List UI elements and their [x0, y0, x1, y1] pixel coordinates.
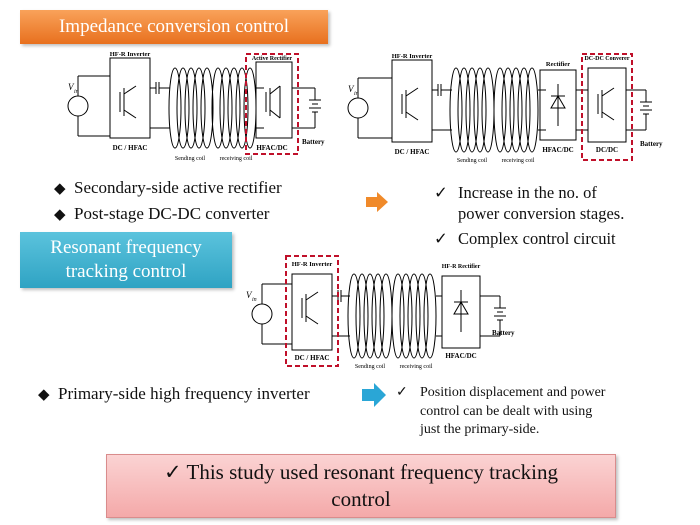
- resonant-banner-line2: tracking control: [65, 261, 187, 282]
- battery-label: Battery: [302, 138, 325, 146]
- conclusion-line1: This study used resonant frequency track…: [186, 460, 558, 484]
- inverter-label: HF-R Inverter: [110, 51, 151, 58]
- drawback-stages-line2: power conversion stages.: [458, 204, 625, 223]
- advantage-line3: just the primary-side.: [420, 422, 540, 437]
- resonant-banner-line1: Resonant frequency: [50, 237, 202, 258]
- drawback-complex: ✓ Complex control circuit: [434, 228, 616, 249]
- advantage-text-block: ✓ Position displacement and power contro…: [396, 384, 605, 440]
- check-mark-icon: ✓: [434, 183, 448, 202]
- drawback-complex-text: Complex control circuit: [458, 229, 616, 248]
- check-mark-icon: ✓: [396, 385, 408, 400]
- battery-label-3: Battery: [492, 329, 515, 337]
- sending-coil-label-2: Sending coil: [457, 158, 487, 164]
- receiving-coil-label-3: receiving coil: [400, 364, 433, 370]
- hfac-dc-label-3: HFAC/DC: [445, 352, 476, 360]
- advantage-line1: Position displacement and power: [420, 385, 606, 400]
- impedance-control-title: Impedance conversion control: [58, 16, 290, 37]
- active-rectifier-circuit-diagram: V in HF-R Inverter Active Rectifier DC /…: [67, 51, 325, 162]
- method-primary-inverter-text: Primary-side high frequency inverter: [58, 384, 310, 403]
- inverter-label-3: HF-R Inverter: [292, 261, 333, 268]
- method-post-stage-dcdc: ◆ Post-stage DC-DC converter: [54, 204, 269, 224]
- vin-label-2: V: [348, 84, 355, 94]
- resonant-tracking-banner: Resonant frequency tracking control: [20, 232, 232, 288]
- bullet-diamond-icon: ◆: [54, 180, 66, 197]
- drawback-stages-line1: Increase in the no. of: [458, 183, 597, 202]
- dc-hfac-label: DC / HFAC: [113, 144, 148, 152]
- vin-subscript-2: in: [354, 91, 359, 97]
- method-active-rectifier-text: Secondary-side active rectifier: [74, 178, 282, 197]
- method-active-rectifier: ◆ Secondary-side active rectifier: [54, 178, 282, 198]
- receiving-coil-label-2: receiving coil: [502, 158, 535, 164]
- primary-inverter-circuit-diagram: V in HF-R Inverter HF-R Rectifier DC / H…: [246, 255, 515, 370]
- dcdc-converter-label: DC-DC Converer: [584, 56, 629, 62]
- method-primary-inverter: ◆ Primary-side high frequency inverter: [38, 384, 310, 404]
- active-rectifier-label: Active Rectifier: [252, 56, 292, 62]
- rectifier-label: Rectifier: [546, 61, 570, 68]
- dc-hfac-label-3: DC / HFAC: [295, 354, 330, 362]
- receiving-coil-label: receiving coil: [220, 156, 253, 162]
- drawback-stages: ✓ Increase in the no. of power conversio…: [434, 182, 624, 224]
- hfac-dc-label: HFAC/DC: [256, 144, 287, 152]
- dc-dc-label: DC/DC: [596, 146, 618, 154]
- vin-subscript: in: [74, 89, 79, 95]
- method-post-stage-dcdc-text: Post-stage DC-DC converter: [74, 204, 270, 223]
- check-mark-icon: ✓: [434, 229, 448, 248]
- conclusion-box: ✓ This study used resonant frequency tra…: [106, 454, 616, 518]
- hf-rectifier-label: HF-R Rectifier: [442, 264, 481, 270]
- dcdc-converter-circuit-diagram: V in HF-R Inverter Rectifier DC-DC Conve…: [347, 53, 663, 164]
- inverter-label-2: HF-R Inverter: [392, 53, 433, 60]
- vin-label-3: V: [246, 290, 253, 300]
- sending-coil-label-3: Sending coil: [355, 364, 385, 370]
- conclusion-line2: control: [331, 487, 391, 511]
- dc-hfac-label-2: DC / HFAC: [395, 148, 430, 156]
- vin-label: V: [68, 82, 75, 92]
- orange-arrow-icon: [366, 192, 388, 212]
- check-mark-icon: ✓: [164, 460, 182, 484]
- vin-subscript-3: in: [252, 297, 257, 303]
- battery-label-2: Battery: [640, 140, 663, 148]
- hfac-dc-label-2: HFAC/DC: [542, 146, 573, 154]
- bullet-diamond-icon: ◆: [38, 386, 50, 403]
- advantage-line2: control can be dealt with using: [420, 403, 593, 419]
- bullet-diamond-icon: ◆: [54, 206, 66, 223]
- impedance-control-banner: Impedance conversion control: [20, 10, 328, 44]
- blue-arrow-icon: [362, 383, 386, 407]
- sending-coil-label: Sending coil: [175, 156, 205, 162]
